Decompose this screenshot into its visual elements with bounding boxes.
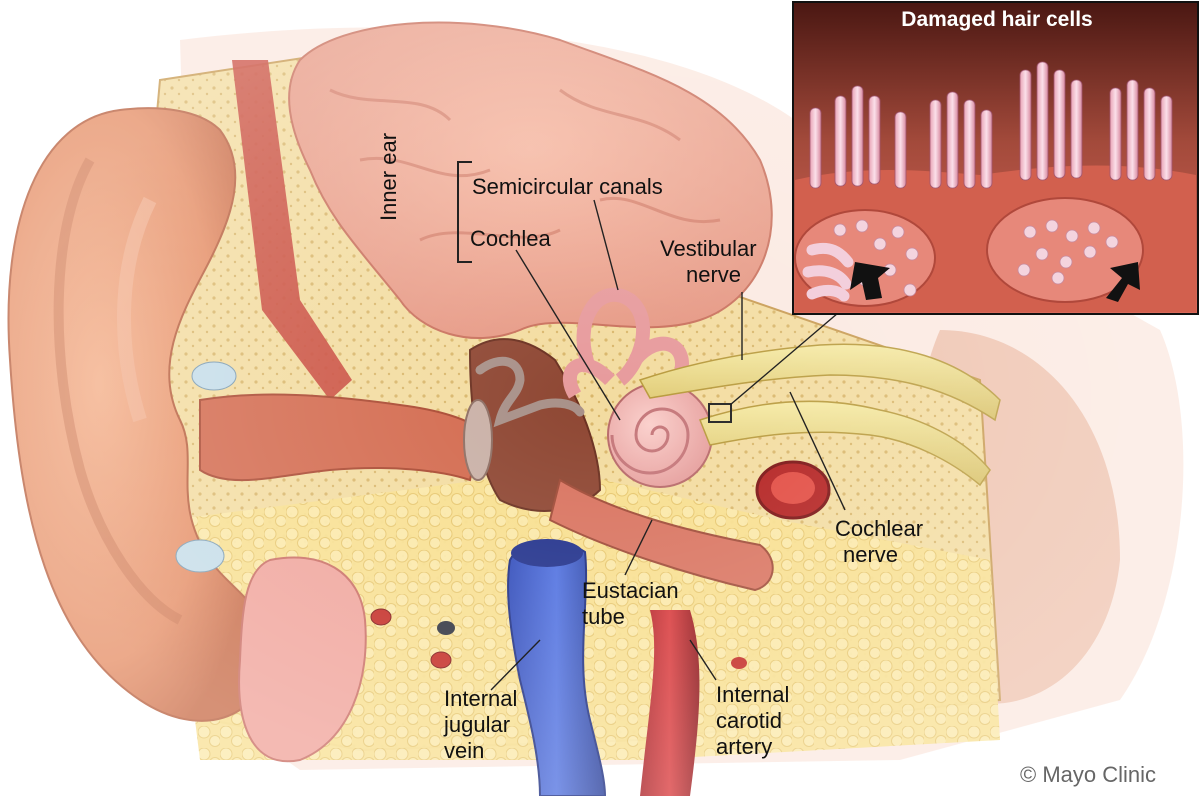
cochlear-nerve-label-line2: nerve bbox=[843, 542, 899, 567]
arrow-left bbox=[850, 262, 890, 300]
hair-cells-inset bbox=[792, 1, 1199, 315]
cochlear-nerve-label-line1: Cochlear bbox=[835, 516, 924, 541]
jugular-vein-label-line1: Internal bbox=[444, 686, 518, 711]
cochlea-label: Cochlea bbox=[470, 226, 551, 251]
inset-title: Damaged hair cells bbox=[901, 8, 1093, 31]
carotid-artery-label-line2: carotid bbox=[716, 708, 783, 733]
semicircular-canals-label: Semicircular canals bbox=[472, 174, 663, 199]
arrow-right bbox=[1106, 262, 1140, 302]
vestibular-nerve-label-line2: nerve bbox=[686, 262, 742, 287]
inner-ear-bracket bbox=[457, 161, 472, 263]
carotid-artery-label-line1: Internal bbox=[716, 682, 790, 707]
copyright-credit: © Mayo Clinic bbox=[1020, 762, 1157, 787]
jugular-vein-label-line2: jugular bbox=[444, 712, 511, 737]
inner-ear-label: Inner ear bbox=[376, 132, 401, 222]
eustachian-tube-label-line2: tube bbox=[582, 604, 625, 629]
leader-lines bbox=[490, 199, 846, 691]
eustachian-tube-label-line1: Eustacian bbox=[582, 578, 679, 603]
stereocilia bbox=[809, 61, 1173, 189]
carotid-artery-label-line3: artery bbox=[716, 734, 773, 759]
bent-hair-cells bbox=[802, 242, 854, 302]
vestibular-nerve-label-line1: Vestibular bbox=[660, 236, 757, 261]
jugular-vein-label-line3: vein bbox=[444, 738, 485, 763]
damaged-hair-stubs bbox=[833, 219, 1119, 297]
